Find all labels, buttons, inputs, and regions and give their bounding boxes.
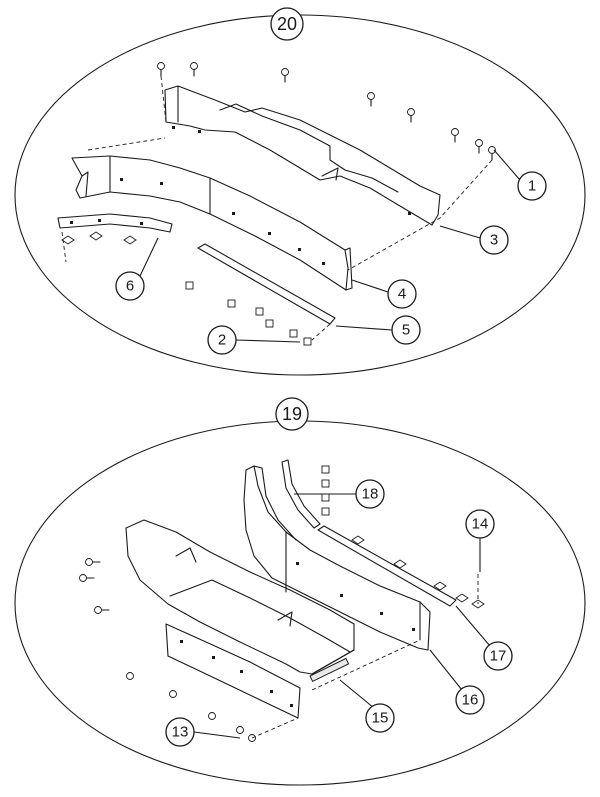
assembly-20-outline [14,14,586,376]
callout-3-label: 3 [490,232,498,249]
callout-16-label: 16 [462,692,479,709]
wing-nuts-strip [351,535,485,609]
callout-4-label: 4 [398,286,406,303]
callout-18-label: 18 [362,486,379,503]
callout-3: 3 [439,225,509,255]
callout-1-label: 1 [528,178,536,195]
callout-18: 18 [294,479,385,509]
flat-strip [197,243,336,325]
group-19-bubble [275,397,309,431]
callout-15: 15 [339,679,395,733]
callout-4: 4 [351,279,417,309]
callout-16: 16 [429,649,485,715]
callout-5-label: 5 [402,322,410,339]
callout-2: 2 [207,325,301,355]
assembly-line [160,75,167,123]
callout-5: 5 [335,315,421,345]
assembly-line [87,137,166,151]
callout-13-label: 13 [172,724,189,741]
assembly-19: 19 18 14 17 16 15 1 [14,397,586,786]
callout-14-label: 14 [472,516,489,533]
long-strip [317,525,457,607]
callout-15-label: 15 [372,710,389,727]
callout-17-label: 17 [490,648,507,665]
callout-6-label: 6 [126,278,134,295]
bolts-left [79,558,256,742]
group-20-bubble [270,7,304,41]
curved-side-panel [71,155,353,291]
assembly-line [311,639,421,691]
assembly-line [61,231,67,263]
curved-top-strip [281,459,321,529]
assembly-line [311,323,331,341]
square-nuts-upper [321,465,330,516]
assembly-line [347,159,493,271]
right-side-panel [243,465,431,651]
square-nuts [185,281,312,346]
callout-2-label: 2 [218,332,226,349]
callout-6: 6 [115,237,159,301]
callout-13: 13 [165,717,241,747]
group-20-label: 20 [277,14,297,34]
left-cover [125,519,355,719]
curved-strip [57,213,173,233]
callout-14: 14 [465,509,495,572]
callout-17: 17 [455,605,513,671]
callout-1: 1 [493,149,547,201]
group-19-label: 19 [282,404,302,424]
bolts-top [157,62,496,161]
wing-nuts-row [61,231,137,245]
assembly-line [251,717,299,739]
upper-cover-plate [164,85,441,226]
assembly-20: 20 1 3 4 5 2 6 [14,7,586,376]
